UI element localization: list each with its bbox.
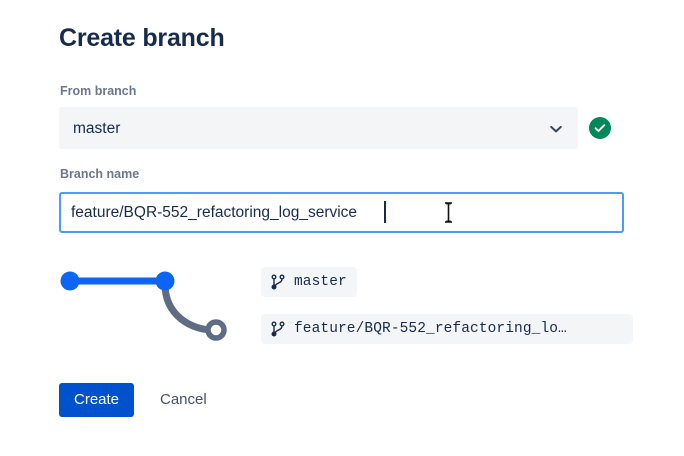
- page-title: Create branch: [59, 24, 225, 52]
- git-branch-icon: [270, 274, 286, 290]
- branch-pill-feature: feature/BQR-552_refactoring_lo…: [261, 314, 633, 344]
- branch-pill-label: master: [294, 274, 347, 290]
- graph-branch-curve: [161, 280, 217, 334]
- branch-name-input[interactable]: [59, 192, 624, 233]
- branch-graph: [52, 258, 242, 350]
- cancel-button[interactable]: Cancel: [152, 383, 215, 417]
- branch-pill-label: feature/BQR-552_refactoring_lo…: [294, 321, 567, 337]
- commit-node-new-branch: [205, 319, 227, 341]
- git-branch-icon: [270, 321, 286, 337]
- from-branch-selected-value: master: [73, 120, 121, 137]
- from-branch-label: From branch: [60, 84, 137, 98]
- from-branch-row: master: [59, 107, 634, 149]
- text-caret: [384, 201, 386, 223]
- commit-node-start: [60, 271, 80, 291]
- status-badge: [589, 117, 611, 139]
- create-button[interactable]: Create: [59, 383, 135, 417]
- chevron-down-icon[interactable]: [548, 121, 564, 137]
- branch-pill-master: master: [261, 267, 357, 297]
- from-branch-select[interactable]: master: [59, 107, 578, 149]
- ibeam-mouse-cursor: [443, 202, 454, 223]
- commit-node-branch-point: [155, 271, 175, 291]
- branch-name-label: Branch name: [60, 167, 140, 181]
- check-circle-icon: [594, 124, 606, 132]
